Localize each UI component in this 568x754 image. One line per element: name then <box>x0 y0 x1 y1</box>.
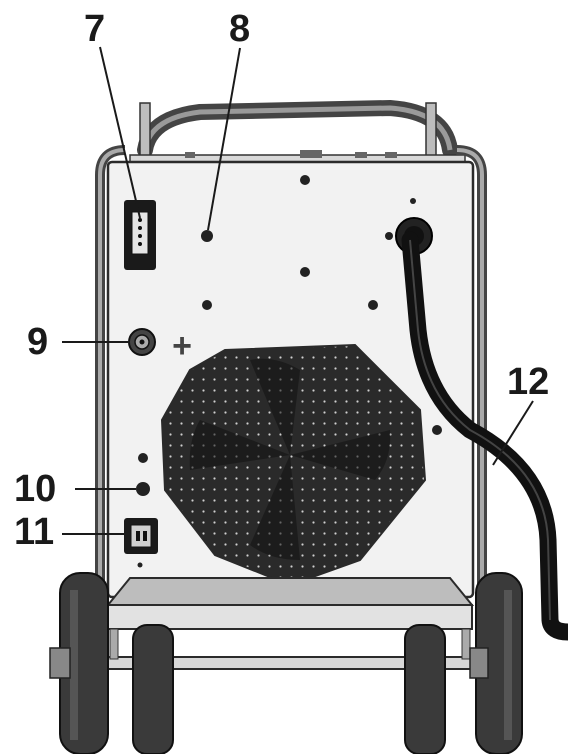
mains-switch <box>124 518 158 568</box>
power-cable <box>395 217 568 641</box>
side-frame <box>95 145 487 640</box>
wheel-left-inner <box>132 624 174 754</box>
plus-symbol: + <box>172 327 192 365</box>
panel-screws <box>138 175 442 463</box>
callout-10: 10 <box>14 468 57 510</box>
positive-output-terminal <box>128 328 156 356</box>
carry-handle <box>137 99 458 159</box>
fuse-holder <box>136 482 150 496</box>
callout-7: 7 <box>84 8 106 50</box>
bottom-tray <box>105 577 475 630</box>
wheel-right-outer <box>469 572 523 754</box>
wheel-left-outer <box>49 572 109 754</box>
callout-9: 9 <box>27 321 49 363</box>
callout-12: 12 <box>507 361 550 403</box>
control-connector-socket <box>124 200 156 270</box>
callout-11: 11 <box>14 511 55 553</box>
wheel-right-inner <box>404 624 446 754</box>
callout-8: 8 <box>229 8 251 50</box>
leader-lines <box>62 46 534 535</box>
